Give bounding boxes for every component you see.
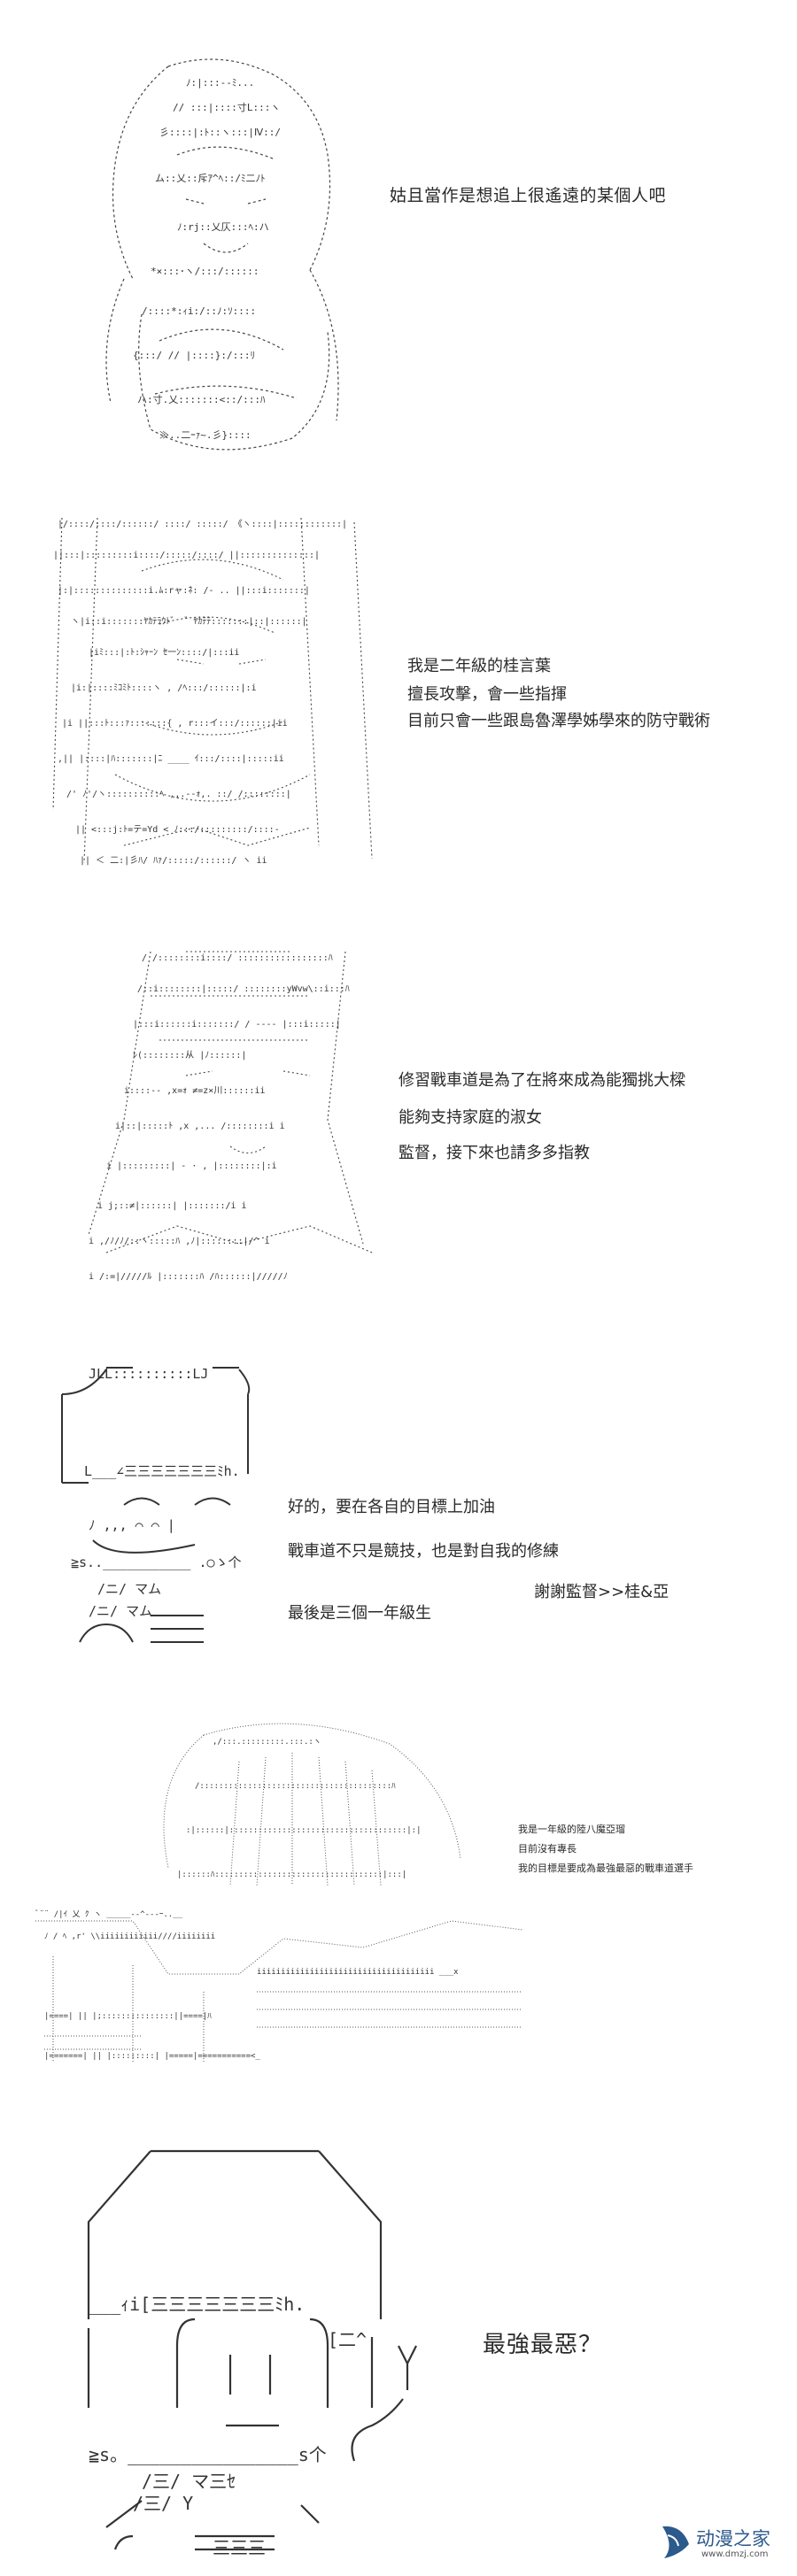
svg-text:,|| |::::|ﾊ:::::::|ﾆ ____ ｲ:: ,|| |::::|ﾊ:::::::|ﾆ ____ ｲ:::/::::|::::…	[58, 754, 284, 764]
dialogue-line: 戰車道不只是競技，也是對自我的修練	[288, 1542, 559, 1561]
dialogue-line: 最強最惡？	[483, 2332, 603, 2358]
svg-text:i j;::≠|::::::| |:::::: i j;::≠|::::::| |:::::::/i i	[97, 1201, 247, 1211]
svg-text:|=======| || |:::::::::|: |=======| || |:::::::::| |=====|========…	[44, 2052, 260, 2061]
svg-text:L___∠三三三三三三三ﾐh.: L___∠三三三三三三三ﾐh.	[84, 1463, 240, 1479]
svg-text:/ニ/ マム: /ニ/ マム	[89, 1603, 152, 1619]
svg-text:|i:|::::ﾐｺﾐﾄ::::ヽ , /ﾍ:::/: |i:|::::ﾐｺﾐﾄ::::ヽ , /ﾍ:::/::::::|:i	[71, 683, 257, 693]
dialogue-line: 監督，接下來也請多多指教	[398, 1144, 590, 1162]
svg-text:i |:::::::::| - · , |::::: i |:::::::::| - · , |::::::::|:i	[106, 1161, 277, 1171]
svg-text:*×:::･ヽ/:::/::::::: *×:::･ヽ/:::/::::::	[151, 266, 259, 277]
svg-text:ﾉ:rj::乂仄:::ﾍ:ハ: ﾉ:rj::乂仄:::ﾍ:ハ	[177, 221, 269, 233]
ascii-art-character-3: / /::::::::i::::/ :::::::::::::::::ﾊ /::…	[53, 943, 407, 1297]
dialogue-line: 我是一年級的陸八魔亞瑠	[518, 1824, 625, 1835]
svg-text:i /:=|/////ﾙ |:::::::ﾊ /ﾊ: i /:=|/////ﾙ |:::::::ﾊ /ﾊ::::::|/////ﾉ	[89, 1272, 288, 1282]
svg-text:ヽ|i::i:::::::ﾔｶﾃﾗｳﾄ゛ ゛ﾔｶﾃﾃ::::: ヽ|i::i:::::::ﾔｶﾃﾗｳﾄ゛ ゛ﾔｶﾃﾃ:::::::|::|:::…	[71, 616, 307, 627]
svg-text:|i ||:::ﾄ:::ｧ:::::::{ , r:::: |i ||:::ﾄ:::ｧ:::::::{ , r:::イ:::/::::::|…	[62, 719, 288, 729]
svg-text:/:::::::::::::::::::::::::::::: /:::::::::::::::::::::::::::::::::::::::…	[195, 1782, 396, 1791]
svg-text:/三/ Y: /三/ Y	[133, 2493, 193, 2514]
svg-text:,/:::.:::::::::.:::.:ヽ: ,/:::.:::::::::.:::.:ヽ	[213, 1738, 321, 1747]
svg-text:ハ:寸.乂:::::::<::/:::ﾊ: ハ:寸.乂:::::::<::/:::ﾊ	[137, 393, 266, 405]
svg-text:|:|::::::::::::::i.ﾑ:rャ:ﾈ: /-: |:|::::::::::::::i.ﾑ:rャ:ﾈ: /- .. ||:::i:…	[58, 585, 310, 596]
svg-text:ﾞ¨¨ /|ｲ 乂 ｸ ヽ _____--^--: ﾞ¨¨ /|ｲ 乂 ｸ ヽ _____--^---ｰ..__	[35, 1909, 183, 1919]
svg-text:ﾉ:|:::--ﾐ...: ﾉ:|:::--ﾐ...	[186, 77, 254, 89]
svg-text:|::::::ﾊ::::::::::::::::::::::: |::::::ﾊ::::::::::::::::::::::::::::::::…	[177, 1870, 406, 1879]
panel-3: / /::::::::i::::/ :::::::::::::::::ﾊ /::…	[0, 938, 797, 1310]
svg-text:|| ＜ 二:|彡ﾊ/ ﾊｧ/:::::/::::::/: || ＜ 二:|彡ﾊ/ ﾊｧ/:::::/::::::/ ヽ ii	[80, 856, 267, 866]
dialogue-line: 擅長攻擊，會一些指揮	[407, 685, 567, 704]
dialogue-line: 我的目標是要成為最強最惡的戰車道選手	[518, 1863, 693, 1874]
dialogue-line: 姑且當作是想追上很遙遠的某個人吧	[390, 186, 667, 205]
panel-6: ___ｨi[三三三三三三三ﾐh. [二^ ≧s。________________…	[0, 2125, 797, 2576]
ascii-art-character-1: ﾉ:|:::--ﾐ... // :::|::::寸L:::ヽ 彡::::|:ﾄ:…	[71, 49, 363, 474]
svg-text:彡::::|:ﾄ::ヽ:::|Ⅳ::/: 彡::::|:ﾄ::ヽ:::|Ⅳ::/	[159, 127, 281, 138]
svg-text:___ｨi[三三三三三三三ﾐh.: ___ｨi[三三三三三三三ﾐh.	[89, 2294, 305, 2315]
dialogue-line: 好的，要在各自的目標上加油	[288, 1498, 495, 1516]
svg-text:/三/ マ三ｾ: /三/ マ三ｾ	[142, 2471, 236, 2492]
svg-text:≧s..___________ .○ゝ个: ≧s..___________ .○ゝ个	[71, 1554, 242, 1570]
svg-text::|::::::|:::::::::::::::::::::: :|::::::|:::::::::::::::::::::::::::::::…	[186, 1826, 422, 1835]
svg-text:ﾚ(::::::::从 |ﾉ::::::|: ﾚ(::::::::从 |ﾉ::::::|	[133, 1051, 246, 1060]
ascii-art-character-6: ___ｨi[三三三三三三三ﾐh. [二^ ≧s。________________…	[53, 2142, 452, 2558]
dialogue-line: 能夠支持家庭的淑女	[398, 1108, 542, 1127]
svg-text:|:::i::::::i:::::::/ / ---- |: |:::i::::::i:::::::/ / ---- |:::i:::::|	[133, 1020, 341, 1030]
svg-text:iiiiiiiiiiiiiiiiiiiiiiiiiiiiii: iiiiiiiiiiiiiiiiiiiiiiiiiiiiiiiiiiiii __…	[257, 1968, 459, 1977]
svg-text:|iﾐ:::|:ﾄ:ｼｬｰﾝ ｾ一ﾝ::::/|:::: |iﾐ:::|:ﾄ:ｼｬｰﾝ ｾ一ﾝ::::/|:::ii	[89, 647, 239, 658]
svg-text:|| <:::j:ﾄ=テ=Yd < ﾉ:::/::::::: || <:::j:ﾄ=テ=Yd < ﾉ:::/:::::::::/::::-	[75, 825, 280, 835]
dialogue-line: 目前沒有專長	[518, 1843, 576, 1855]
watermark-name: 动漫之家	[696, 2528, 770, 2549]
svg-text:ﾉ / ﾍ ,r' \\iiiiiiiiiiii/: ﾉ / ﾍ ,r' \\iiiiiiiiiiii////iiiiiiii	[44, 1932, 215, 1941]
svg-text:||:::|:::::::::i::::/:::::/:::: ||:::|:::::::::i::::/:::::/::::/ ||:::::…	[53, 551, 320, 560]
svg-text:/::i::::::::|:::::/ ::::::::yW: /::i::::::::|:::::/ ::::::::yWvw\::i:::ﾊ	[137, 984, 350, 994]
dialogue-line: 目前只會一些跟島魯澤學姊學來的防守戰術	[407, 712, 710, 730]
dialogue-line: 我是二年級的桂言葉	[407, 657, 551, 675]
svg-text:ﾉ ,,, ⌒ ⌒ |: ﾉ ,,, ⌒ ⌒ |	[89, 1517, 175, 1533]
svg-text:/ /::::::::i::::/ ::::::::: / /::::::::i::::/ :::::::::::::::::ﾊ	[142, 953, 333, 963]
svg-text:≫..二ｰｧ~.彡}::::: ≫..二ｰｧ~.彡}::::	[159, 429, 251, 441]
svg-text:i|::|:::::ﾄ ,x ,... /::: i|::|:::::ﾄ ,x ,... /::::::::i i	[115, 1122, 285, 1131]
panel-2: |/::::/::::/::::::/ ::::/ :::::/ 《ヽ::::|…	[0, 505, 797, 885]
svg-text:/ニ/ マム: /ニ/ マム	[97, 1581, 161, 1597]
dialogue-line: 謝謝監督>>桂&亞	[534, 1583, 669, 1601]
dialogue-line: 最後是三個一年級生	[288, 1604, 431, 1623]
svg-text:≧s。________________s个: ≧s。________________s个	[89, 2444, 327, 2465]
watermark-logo-icon	[662, 2526, 689, 2558]
svg-text:|====| || |;::::::::::::::: |====| || |;:::::::::::::::||====|ﾊ	[44, 2012, 212, 2021]
panel-4: JLL::::::::::LJ L___∠三三三三三三三ﾐh. ﾉ ,,, ⌒ …	[0, 1354, 797, 1655]
watermark-url: www.dmzj.com	[701, 2549, 769, 2559]
ascii-art-character-2: |/::::/::::/::::::/ ::::/ :::::/ 《ヽ::::|…	[35, 509, 398, 881]
ascii-art-character-4: JLL::::::::::LJ L___∠三三三三三三三ﾐh. ﾉ ,,, ⌒ …	[35, 1359, 283, 1651]
svg-text:三三三: 三三三	[213, 2537, 266, 2558]
dialogue-line: 修習戰車道是為了在將來成為能獨挑大樑	[398, 1071, 685, 1090]
svg-text:JLL::::::::::LJ: JLL::::::::::LJ	[89, 1366, 208, 1382]
svg-text:i ,/ﾉ/ﾉ/::ヽ:::::ﾊ ,ﾉ|::::::: i ,/ﾉ/ﾉ/::ヽ:::::ﾊ ,ﾉ|::::::::|/^ i	[89, 1237, 270, 1246]
panel-5: ,/:::.:::::::::.:::.:ヽ /::::::::::::::::…	[0, 1700, 797, 2089]
svg-text:{:::/ // |::::}:/:::ﾘ: {:::/ // |::::}:/:::ﾘ	[133, 350, 255, 361]
panel-1: ﾉ:|:::--ﾐ... // :::|::::寸L:::ヽ 彡::::|:ﾄ:…	[0, 0, 797, 496]
ascii-art-character-5: ,/:::.:::::::::.:::.:ヽ /::::::::::::::::…	[27, 1708, 549, 2080]
svg-text:i::::-- ,x=ｫ ≠=z×川::::: i::::-- ,x=ｫ ≠=z×川::::::ii	[124, 1086, 266, 1096]
svg-text:ム::乂::斥ｱ^ﾍ::/ﾐ二ﾉﾄ: ム::乂::斥ｱ^ﾍ::/ﾐ二ﾉﾄ	[155, 173, 265, 184]
watermark: 动漫之家 www.dmzj.com	[655, 2519, 788, 2569]
svg-text:[二^: [二^	[328, 2329, 367, 2350]
svg-text:// :::|::::寸L:::ヽ: // :::|::::寸L:::ヽ	[173, 101, 280, 113]
svg-text:/::::*:ｨi:/::ﾉ:ｿ::::: /::::*:ｨi:/::ﾉ:ｿ::::	[142, 305, 256, 317]
svg-text:|/::::/::::/::::::/ ::::/ ::::: |/::::/::::/::::::/ ::::/ :::::/ 《ヽ::::|…	[58, 519, 347, 529]
svg-text:/' ﾉ'/ヽ::::::::::ﾍ ,,.--ｫ,. ::: /' ﾉ'/ヽ::::::::::ﾍ ,,.--ｫ,. ::/ /:::::::…	[66, 790, 291, 799]
